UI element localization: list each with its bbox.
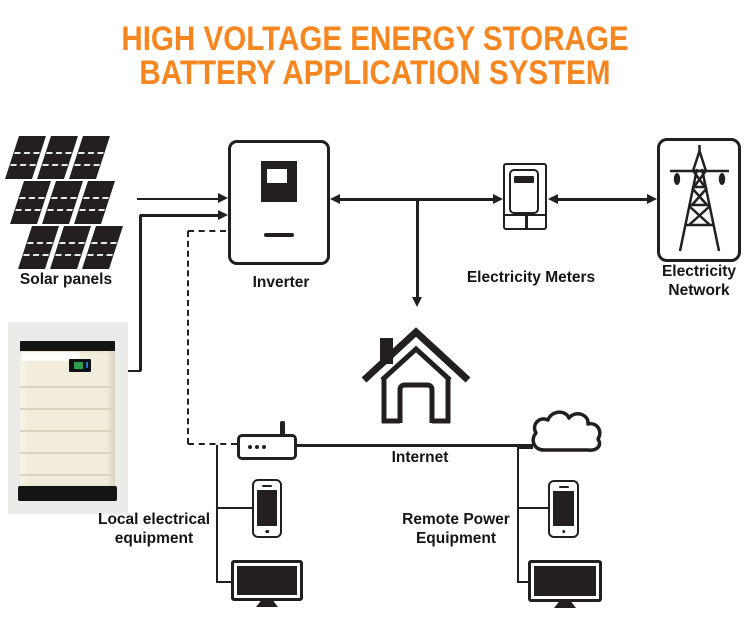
- remote-monitor-stand: [554, 599, 576, 608]
- page-title-line-2: BATTERY APPLICATION SYSTEM: [139, 54, 611, 92]
- router-antenna: [280, 421, 285, 436]
- line-cloud-link: [517, 446, 533, 449]
- arrowhead-into-inverter-top: [218, 193, 228, 203]
- line-to-remote-computer: [518, 580, 530, 583]
- arrowhead-into-house: [411, 297, 422, 307]
- line-battery-to-inverter-vertical: [139, 215, 142, 371]
- remote-monitor-icon: [528, 560, 602, 602]
- solar-panels-label: Solar panels: [19, 271, 113, 288]
- arrowhead-into-meter-left: [493, 193, 503, 204]
- remote-equipment-label: Remote Power Equipment: [402, 511, 510, 547]
- line-to-local-phone: [217, 506, 252, 509]
- line-router-to-cloud: [297, 444, 533, 447]
- wifi-router-icon: [237, 421, 297, 460]
- line-inverter-to-meter: [340, 198, 493, 201]
- dashed-line-to-router: [188, 443, 237, 445]
- cloud-icon: [531, 410, 602, 452]
- solar-panel-row: [18, 226, 123, 269]
- inverter-icon: [228, 140, 330, 265]
- line-to-local-computer: [217, 580, 231, 583]
- line-to-remote-phone: [518, 506, 548, 509]
- node-battery: [8, 322, 128, 514]
- arrowhead-into-inverter-bottom: [218, 209, 228, 220]
- battery-display: [69, 359, 91, 372]
- electricity-meter-icon: [503, 163, 547, 230]
- line-battery-to-inverter-top: [140, 214, 218, 217]
- electricity-network-label: Electricity Network: [661, 263, 737, 299]
- battery-stack-icon: [20, 351, 115, 487]
- house-icon: [361, 327, 471, 424]
- line-meter-to-network: [558, 198, 647, 201]
- arrowhead-into-meter-right: [548, 193, 558, 204]
- line-local-trunk: [215, 445, 218, 583]
- local-equipment-label: Local electrical equipment: [97, 511, 211, 547]
- arrowhead-into-inverter-right: [330, 193, 340, 204]
- inverter-label: Inverter: [252, 274, 310, 291]
- line-remote-trunk: [516, 446, 519, 583]
- battery-base-trim: [18, 486, 117, 501]
- inverter-vent: [264, 233, 294, 237]
- node-home: [358, 324, 474, 428]
- page-title-line-1: HIGH VOLTAGE ENERGY STORAGE: [121, 20, 629, 58]
- internet-label: Internet: [391, 449, 449, 466]
- line-solar-to-inverter: [137, 197, 218, 200]
- remote-smartphone-icon: [548, 480, 579, 538]
- local-smartphone-icon: [252, 479, 282, 538]
- dashed-line-vertical: [186, 231, 189, 444]
- line-into-battery: [128, 369, 141, 372]
- transmission-tower-icon: [657, 138, 741, 262]
- inverter-display: [261, 161, 297, 202]
- electricity-meters-label: Electricity Meters: [466, 269, 596, 286]
- battery-top-trim: [20, 341, 115, 352]
- dashed-line-inverter-horizontal: [188, 230, 226, 232]
- local-monitor-stand: [256, 598, 278, 607]
- arrowhead-into-network: [647, 193, 657, 204]
- node-cloud: [527, 407, 605, 459]
- local-monitor-icon: [231, 560, 303, 601]
- solar-panel-row: [10, 181, 115, 224]
- solar-panel-array-icon: [5, 136, 110, 179]
- line-junction-to-house: [416, 200, 419, 298]
